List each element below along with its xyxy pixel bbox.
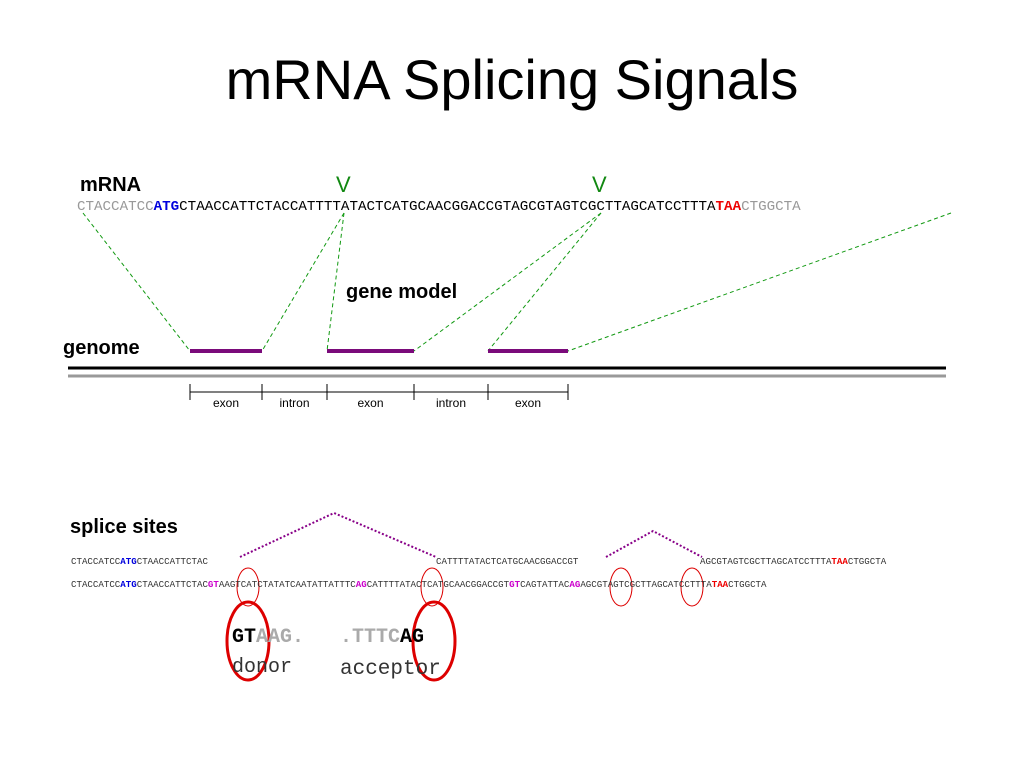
splice-junction-marker-2: V <box>592 172 607 197</box>
acceptor-site-1: AG <box>355 579 367 590</box>
mrna-sequence: CTACCATCCATGCTAACCATTCTACCATTTTATACTCATG… <box>77 199 801 215</box>
start-codon: ATG <box>153 199 180 215</box>
acceptor-site-2: AG <box>569 579 581 590</box>
donor-consensus-strong: GT <box>232 626 257 649</box>
mrna-5prime-utr: CTACCATCC <box>77 199 154 215</box>
motif-circles <box>225 600 457 682</box>
donor-motif: GTAAG. <box>232 626 304 650</box>
segment-label-intron-2: intron <box>435 396 467 410</box>
guide-line <box>567 212 952 352</box>
seq-fragment: AAGTCATCTATATCAATATTATTTC <box>218 579 356 590</box>
donor-consensus-weak: AAG. <box>256 626 305 649</box>
acceptor-label: acceptor <box>340 658 441 681</box>
intron-arcs <box>239 511 703 558</box>
donor-site-circle-1 <box>236 567 260 607</box>
mrna-label: mRNA <box>80 174 142 196</box>
segment-label-exon-3: exon <box>514 396 542 410</box>
guide-line <box>487 212 602 352</box>
segment-label-intron-1: intron <box>279 396 310 410</box>
mapping-guide-lines <box>82 212 952 352</box>
donor-motif-circle <box>225 600 271 682</box>
start-codon: ATG <box>120 556 137 567</box>
splice-sites-label: splice sites <box>70 516 178 538</box>
guide-line <box>326 212 345 352</box>
segment-ruler <box>189 384 569 400</box>
seq-fragment: CTGGCTA <box>728 579 767 590</box>
stop-codon: TAA <box>831 556 848 567</box>
intron-arc-2 <box>605 529 703 558</box>
guide-line <box>82 212 191 352</box>
start-codon: ATG <box>120 579 137 590</box>
donor-label: donor <box>232 656 293 679</box>
genomic-sequence: CTACCATCCATGCTAACCATTCTACGTAAGTCATCTATAT… <box>71 579 767 590</box>
mrna-coding-sequence: CTAACCATTCTACCATTTTATACTCATGCAACGGACCGTA… <box>179 199 716 215</box>
segment-label-exon-2: exon <box>357 396 384 410</box>
acceptor-site-circle-1 <box>420 567 444 607</box>
segment-label-exon-1: exon <box>212 396 240 410</box>
acceptor-consensus-strong: AG <box>400 626 425 649</box>
acceptor-motif: .TTTCAG <box>340 626 424 650</box>
stop-codon: TAA <box>711 579 729 590</box>
intron-arc-1 <box>239 511 437 558</box>
gene-model-label: gene model <box>346 281 458 303</box>
acceptor-site-circle-2 <box>680 567 704 607</box>
genome-label: genome <box>63 337 140 359</box>
seq-fragment: CTAACCATTCTAC <box>136 579 208 590</box>
donor-site-circle-2 <box>609 567 633 607</box>
seq-fragment: AGCGTAGTCGCTTAGCATCCTTTA <box>580 579 712 590</box>
mrna-3prime-utr: CTGGCTA <box>741 199 801 215</box>
guide-line <box>261 212 345 352</box>
stop-codon: TAA <box>715 199 742 215</box>
seq-fragment: CTGGCTA <box>847 556 887 567</box>
acceptor-consensus-weak: .TTTC <box>340 626 401 649</box>
seq-fragment: CTAACCATTCTAC <box>136 556 208 567</box>
seq-fragment: CTACCATCC <box>71 556 121 567</box>
seq-fragment: CAGTATTAC <box>520 579 570 590</box>
spliced-exon-3: AGCGTAGTCGCTTAGCATCCTTTATAACTGGCTA <box>700 556 886 567</box>
spliced-exon-2: CATTTTATACTCATGCAACGGACCGT <box>436 556 579 567</box>
spliced-exon-1: CTACCATCCATGCTAACCATTCTAC <box>71 556 208 567</box>
donor-site-1: GT <box>207 579 219 590</box>
splice-junction-marker-1: V <box>336 172 351 197</box>
seq-fragment: AGCGTAGTCGCTTAGCATCCTTTA <box>700 556 832 567</box>
splice-site-circles <box>236 567 704 607</box>
seq-fragment: CATTTTATACTCATGCAACGGACCGT <box>366 579 510 590</box>
donor-site-2: GT <box>509 579 521 590</box>
seq-fragment: CTACCATCC <box>71 579 121 590</box>
guide-line <box>413 212 602 352</box>
acceptor-motif-circle <box>411 600 457 682</box>
page-title: mRNA Splicing Signals <box>225 48 799 111</box>
